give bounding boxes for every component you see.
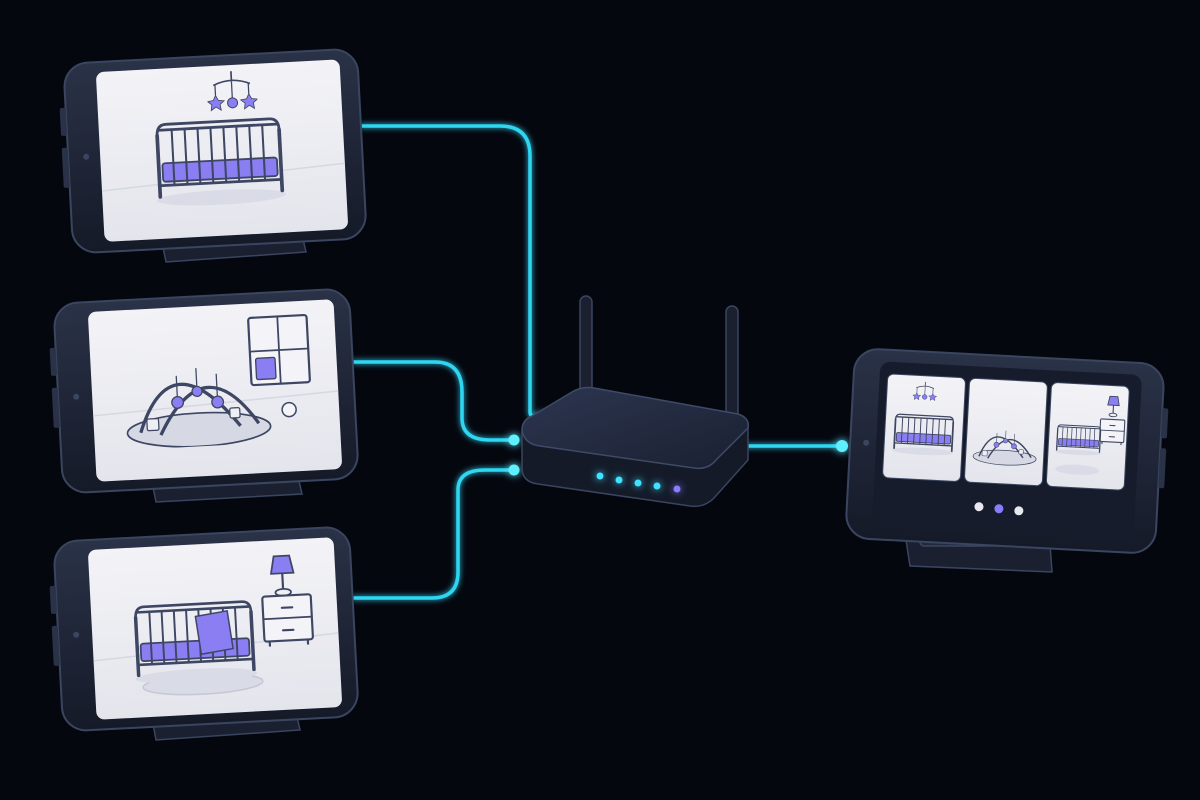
- router-top: [521, 386, 750, 470]
- endpoint-dot: [508, 434, 520, 446]
- viewer-phone: [845, 348, 1169, 573]
- feed-tile-3[interactable]: [1045, 382, 1130, 491]
- cube-shelf-icon: [246, 313, 312, 387]
- blanket-icon: [194, 609, 234, 656]
- nightstand-icon: [1098, 418, 1126, 446]
- smartphone-icon: [49, 526, 359, 732]
- page-dot[interactable]: [1014, 506, 1024, 516]
- camera-screen: [96, 59, 348, 242]
- feed-tile-2[interactable]: [964, 377, 1048, 487]
- nightstand-icon: [261, 593, 315, 647]
- router-status-leds: [596, 472, 681, 493]
- smartphone-icon: [59, 48, 367, 254]
- endpoint-dot: [508, 464, 520, 476]
- router-icon: [521, 295, 750, 508]
- link-camera-3: [352, 468, 512, 600]
- page-indicator: [974, 502, 1024, 516]
- camera-phone-3: [49, 526, 359, 741]
- camera-phone-1: [59, 48, 367, 263]
- feed-tile-1[interactable]: [882, 373, 966, 482]
- page-dot[interactable]: [974, 502, 984, 512]
- smartphone-icon: [49, 288, 359, 494]
- smartphone-icon: [845, 348, 1169, 554]
- status-led: [673, 485, 681, 493]
- link-camera-2: [352, 360, 512, 442]
- camera-phone-2: [49, 288, 359, 503]
- page-dot-active[interactable]: [994, 504, 1004, 514]
- ball-icon: [281, 401, 297, 418]
- status-led: [634, 479, 642, 487]
- status-led: [653, 482, 661, 490]
- endpoint-dot: [836, 440, 848, 452]
- status-led: [596, 472, 604, 480]
- status-led: [615, 476, 623, 484]
- router-antenna-right: [725, 305, 739, 419]
